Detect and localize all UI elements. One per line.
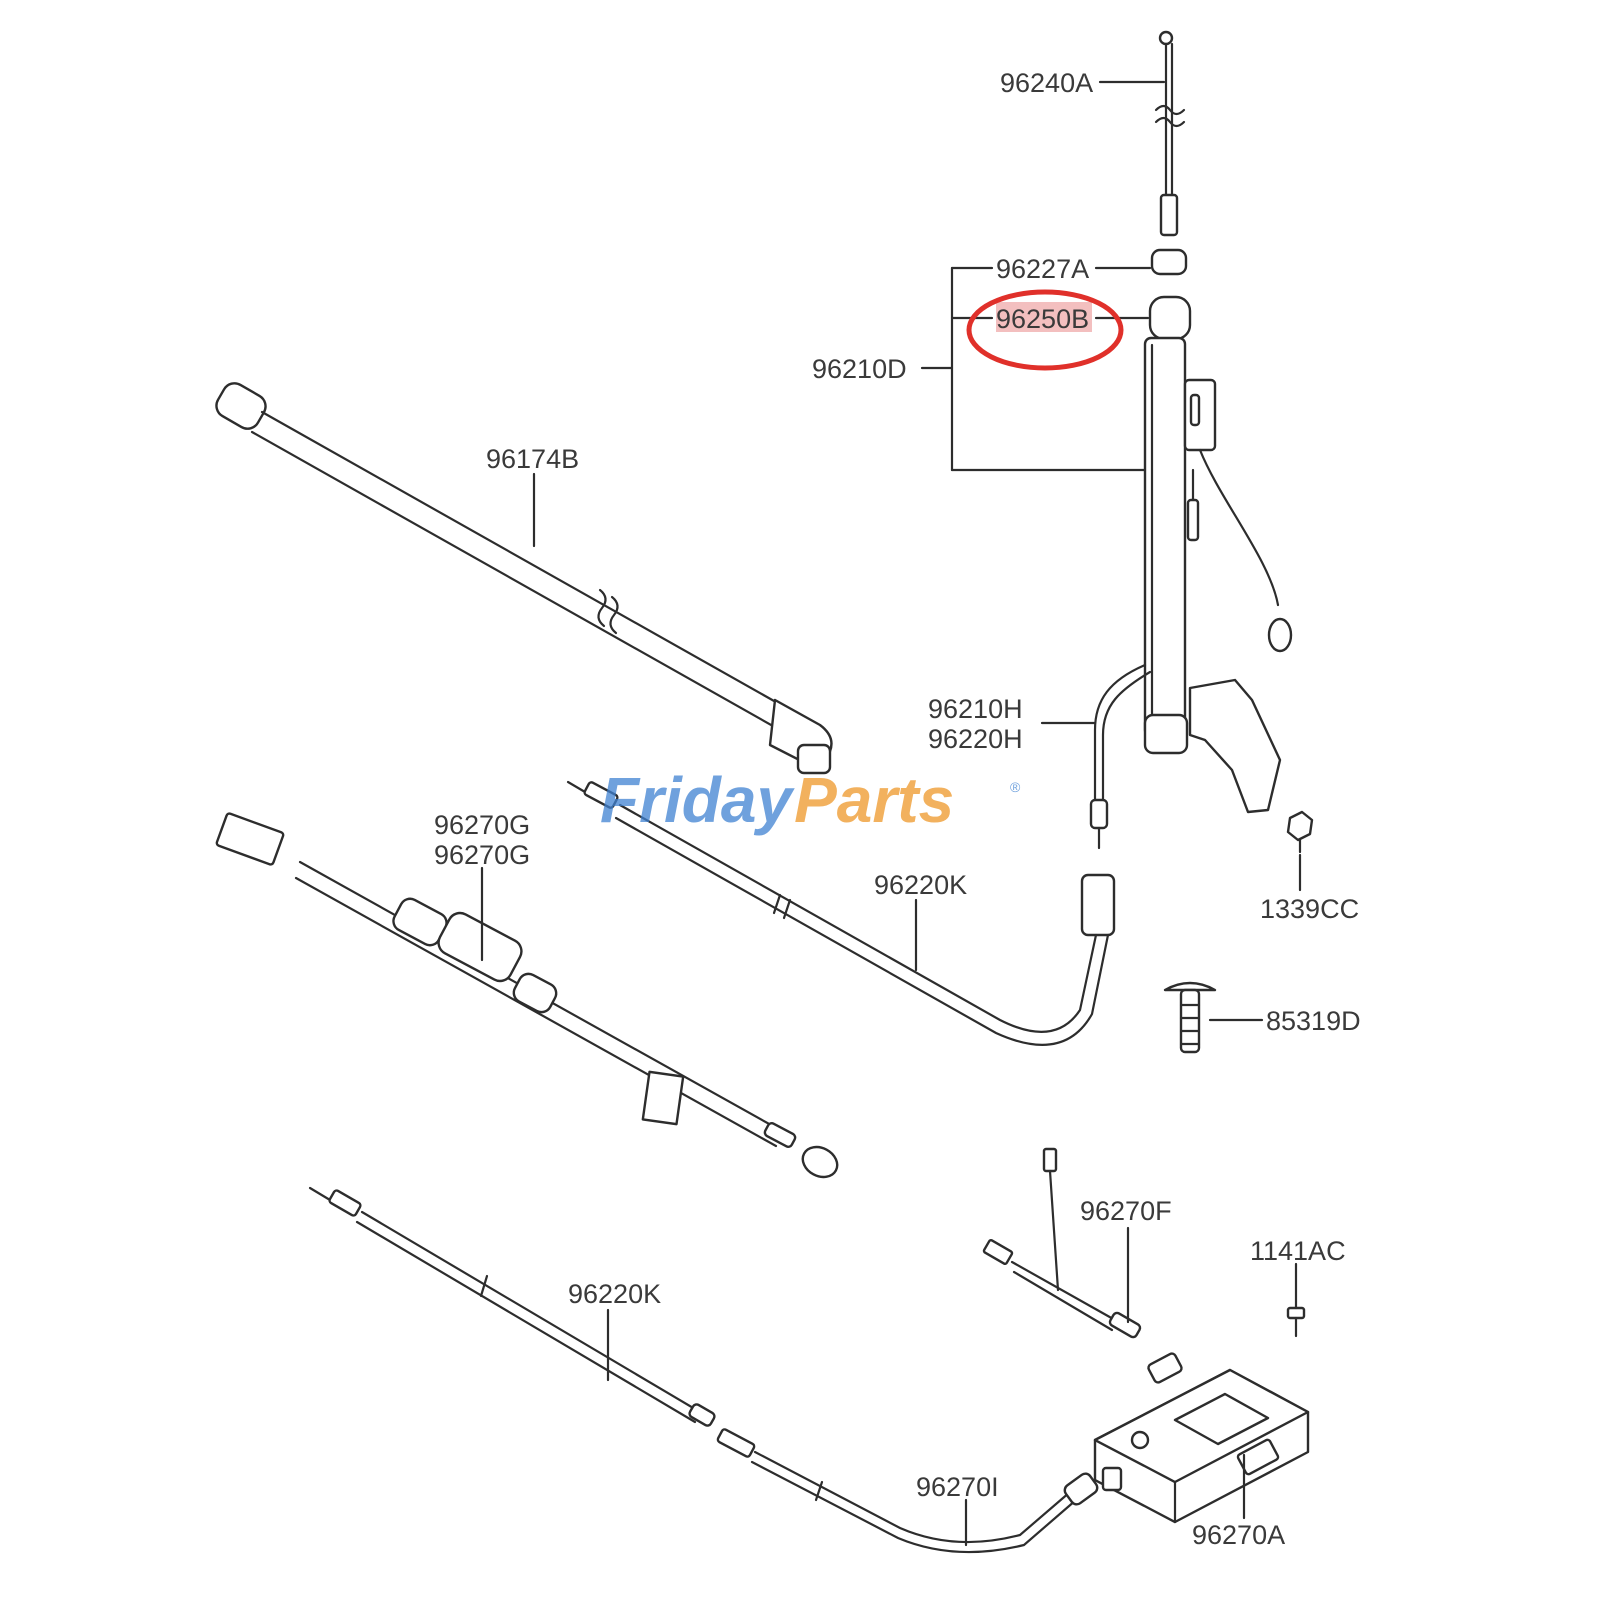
cable-96220K-upper [566, 780, 1110, 1046]
callout-highlight [996, 302, 1092, 332]
callout-96270F: 96270F [1080, 1196, 1172, 1226]
cable-96174B [215, 382, 833, 775]
watermark-registered: ® [1010, 779, 1021, 795]
antenna-mast-assembly [1080, 30, 1293, 937]
callout-labels: 96240A 96227A 96250B 96210D 96174B 96210… [434, 68, 1361, 1550]
bolt-1141AC [1286, 1306, 1306, 1338]
watermark-friday: Friday [600, 764, 795, 836]
harness-96270F [982, 1147, 1142, 1339]
mast-base-fitting [1159, 193, 1179, 237]
highlight-ring [966, 289, 1124, 371]
mast-nut [1150, 248, 1188, 276]
callout-96220K-upper: 96220K [874, 870, 967, 900]
callout-85319D: 85319D [1266, 1006, 1361, 1036]
callout-96270G-1: 96270G [434, 810, 530, 840]
svg-text:FridayParts: FridayParts [600, 764, 954, 836]
cable-96270I [716, 1428, 1099, 1554]
cable-96220K-lower [308, 1186, 716, 1427]
connector-sleeve [1080, 873, 1116, 937]
callout-96220K-lower: 96220K [568, 1279, 661, 1309]
callout-96220H: 96220H [928, 724, 1023, 754]
callout-96250B: 96250B [996, 304, 1089, 334]
callout-96270G-2: 96270G [434, 840, 530, 870]
cable-96270G [215, 812, 839, 1179]
callout-1339CC: 1339CC [1260, 894, 1359, 924]
mount-bracket-lower [1188, 678, 1282, 814]
nut-1339CC [1286, 810, 1314, 854]
leader-lines [480, 80, 1302, 1547]
cable-96270G-ring [801, 1145, 839, 1179]
callout-96227A: 96227A [996, 254, 1089, 284]
callout-96210D: 96210D [812, 354, 907, 384]
watermark-logo: FridayParts ® [600, 764, 1021, 836]
ground-lead-ring [1267, 617, 1293, 653]
callout-96240A: 96240A [1000, 68, 1093, 98]
watermark-parts: Parts [794, 764, 954, 836]
screw-85319D [1163, 981, 1217, 1054]
callout-1141AC: 1141AC [1250, 1236, 1346, 1266]
callout-96270A: 96270A [1192, 1520, 1285, 1550]
callout-96210H: 96210H [928, 694, 1023, 724]
antenna-bezel [1148, 295, 1192, 341]
motor-housing-end [1143, 713, 1189, 755]
cable-96270G-plug [215, 812, 285, 866]
callout-96174B: 96174B [486, 444, 579, 474]
amplifier-96270A [1093, 1352, 1310, 1524]
callout-96270I: 96270I [916, 1472, 999, 1502]
mast-tip [1158, 30, 1174, 46]
